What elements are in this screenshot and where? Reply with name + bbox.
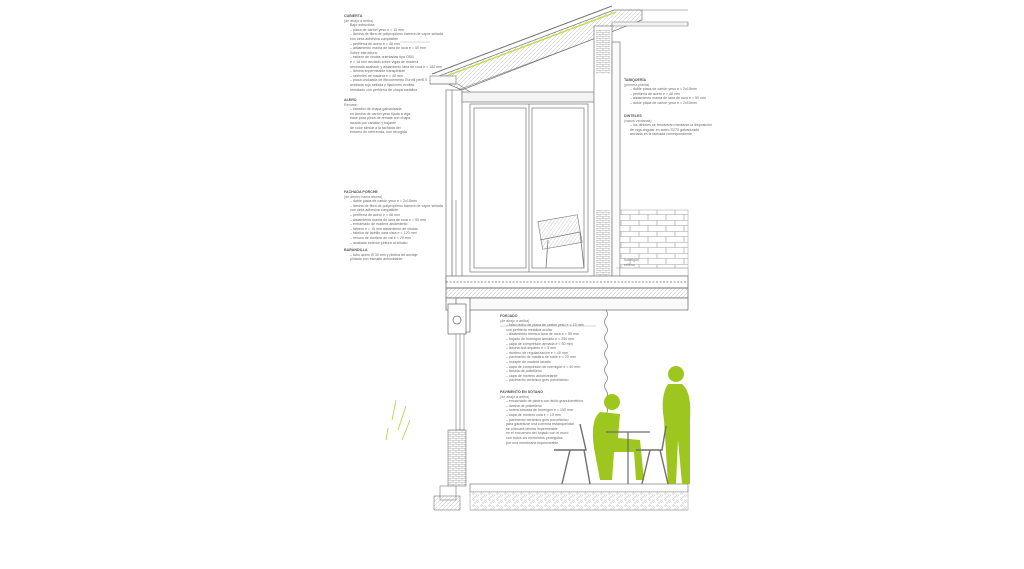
note-hormigon-title: hormigón: [624, 258, 639, 262]
note-line: para garantizar una correcta estanqueida…: [506, 422, 574, 427]
roof: [429, 5, 689, 93]
note-line: con cinta adhesiva compatible: [350, 208, 399, 213]
note-line: – rodapié de madera lacado: [506, 359, 551, 364]
note-line: por una membrana impermeable: [506, 440, 559, 445]
note-line: con cinta adhesiva compatible: [350, 36, 399, 41]
note-alero-subtitle: Remate:: [344, 102, 358, 107]
note-barandilla-title: BARANDILLA: [344, 248, 368, 252]
note-tabiqueria: TABIQUERÍA (primera planta) – doble plac…: [624, 78, 714, 106]
note-line: – falso techo de placa de cartón yeso e …: [506, 323, 584, 328]
note-line: – forjado de hormigón armado e = 250 mm: [506, 336, 575, 341]
note-line: base para pieza de remate con chapa: [350, 116, 411, 121]
note-pavimento-title: PAVIMENTO EN SÓTANO: [500, 390, 543, 394]
basement-floor: [469, 483, 689, 511]
note-pavimento: PAVIMENTO EN SÓTANO (de abajo a arriba) …: [500, 390, 600, 445]
note-barandilla: BARANDILLA – tubo acero Ø 30 mm y pletin…: [344, 248, 444, 262]
note-line: se colocará lámina impermeable: [506, 426, 558, 431]
note-line: con todos los elementos protegidos: [506, 435, 563, 440]
note-line: – canalón de chapa galvanizada: [350, 107, 402, 112]
note-line: – aislamiento manta de lana de roca e = …: [350, 46, 427, 51]
note-line: – aislamiento térmico lana de roca e = 5…: [506, 332, 579, 337]
note-cubierta-subtitle: (de abajo a arriba): [344, 18, 374, 23]
furniture: [554, 423, 669, 485]
people-silhouettes: [592, 366, 691, 484]
note-line: – capa de mortero cola e = 10 mm: [506, 412, 561, 417]
floor-slab: [445, 200, 689, 335]
note-cubierta: CUBIERTA (de abajo a arriba) Bajo estruc…: [344, 14, 444, 92]
note-line: rematado con perfilería de chapa metálic…: [350, 87, 418, 92]
note-fachada-title: FACHADA PORCHE: [344, 190, 378, 194]
note-line: – rastreles de madera e = 40 mm: [350, 73, 404, 78]
note-alero: ALERO Remate: – canalón de chapa galvani…: [344, 98, 444, 135]
note-line: lacada por canalón y bajante: [350, 120, 396, 125]
note-line: – doble placa de cartón yeso e = 2x15mm: [350, 199, 417, 204]
note-line: – capa de compresión de hormigón e = 40 …: [506, 364, 581, 369]
note-hormigon: hormigón relleno: [624, 258, 684, 267]
note-line: – encachado de piedra con árido granulom…: [506, 399, 584, 404]
note-line: – lámina de polietileno: [506, 369, 542, 374]
note-line: – pavimento cerámico gres porcelánico: [506, 378, 569, 383]
note-line: acabado rojo sellada y fijaciones oculta…: [350, 82, 415, 87]
note-line: – tubo acero Ø 30 mm y pletina de anclaj…: [350, 252, 418, 257]
note-line: – tablero e = 15 mm aislamiento de virut…: [350, 226, 418, 231]
note-line: – doble placa de cartón yeso e = 2x15mm: [630, 100, 697, 105]
note-line: – acabado exterior pintura al silicato: [350, 240, 408, 245]
leader-lines: [400, 41, 688, 327]
note-line: – capa de mortero autonivelante: [506, 373, 558, 378]
note-line: – tablero de virutas orientadas tipo OSB: [350, 55, 414, 60]
note-line: – lámina de polietileno: [506, 403, 542, 408]
note-cubierta-title: CUBIERTA: [344, 14, 363, 18]
note-line: – doble placa de cartón yeso e = 2x15mm: [630, 87, 697, 92]
note-line: – placa de cartón yeso e = 15 mm: [350, 27, 405, 32]
exterior-brick-wall: [619, 209, 689, 277]
note-line: – aislamiento manta de lana de roca e = …: [630, 96, 707, 101]
note-line: relleno: [624, 262, 635, 267]
note-line: – fábrica de ladrillo cara vista e = 120…: [350, 231, 417, 236]
note-line: en lámina de cartón yeso fijada a viga: [350, 111, 411, 116]
note-line: con perfilería metálica oculta: [506, 327, 552, 332]
note-line: – pavimento cerámico gres porcelánico: [506, 417, 569, 422]
note-tabiqueria-subtitle: (primera planta): [624, 82, 650, 87]
note-line: pintado con esmalte antioxidante: [350, 257, 403, 262]
note-line: – aislamiento manta de lana de roca e = …: [350, 217, 427, 222]
note-line: – perfilería de acero e = 48 mm: [630, 91, 681, 96]
note-line: – placa ondulada de fibrocemento Eurofil…: [350, 78, 428, 83]
note-line: – los dinteles se resolverán mediante la…: [630, 123, 712, 128]
note-line: – lámina impermeable transpirable: [350, 69, 406, 74]
note-line: Bajo estructura:: [350, 23, 376, 28]
note-fachada-porche: FACHADA PORCHE (de dentro hacia afuera) …: [344, 190, 444, 245]
note-forjado-subtitle: (de abajo a arriba): [500, 318, 530, 323]
note-line: – lámina de fibra de polipropileno barre…: [350, 32, 443, 37]
note-dinteles-subtitle: (vanos ventanas): [624, 118, 652, 123]
note-dinteles: DINTELES (vanos ventanas) – los dinteles…: [624, 114, 714, 137]
note-line: de color similar a la fachada del: [350, 125, 401, 130]
note-line: entorno de referencia, con recogida: [350, 130, 407, 135]
note-line: – solera armada de hormigón e = 150 mm: [506, 408, 574, 413]
note-alero-title: ALERO: [344, 98, 357, 102]
note-fachada-subtitle: (de dentro hacia afuera): [344, 194, 383, 199]
note-pavimento-subtitle: (de abajo a arriba): [500, 394, 530, 399]
foundation-wall: [385, 333, 467, 511]
note-line: – mortero de regularización e = 40 mm: [506, 350, 568, 355]
note-forjado-title: FORJADO: [500, 314, 518, 318]
note-line: e = 18 mm anclado sobre vigas de madera: [350, 59, 419, 64]
note-line: – capa de compresión armada e = 50 mm: [506, 341, 573, 346]
note-line: – perfilería de acero e = 48 mm: [350, 212, 401, 217]
note-line: laminada acabado y aislamiento lana de r…: [350, 64, 443, 69]
note-line: Sobre estructura:: [350, 50, 378, 55]
note-line: en el encuentro del forjado con el muro: [506, 431, 569, 436]
note-line: – lámina de fibra de polipropileno barre…: [350, 203, 443, 208]
note-line: – entramado de madera aislamiento: [350, 222, 408, 227]
note-tabiqueria-title: TABIQUERÍA: [624, 78, 647, 82]
note-line: anclada en la fachada correspondiente: [630, 132, 692, 137]
note-line: – lámina anti-impacto e = 5 mm: [506, 346, 557, 351]
note-dinteles-title: DINTELES: [624, 114, 642, 118]
note-line: de viga angular en acero S275 galvanizad…: [630, 127, 700, 132]
note-line: – pavimento de madera de roble e = 20 mm: [506, 355, 576, 360]
note-forjado: FORJADO (de abajo a arriba) – falso tech…: [500, 314, 604, 383]
note-line: – perfilería de acero e = 48 mm: [350, 41, 401, 46]
note-line: – revoco de mortero de cal e = 20 mm: [350, 235, 411, 240]
